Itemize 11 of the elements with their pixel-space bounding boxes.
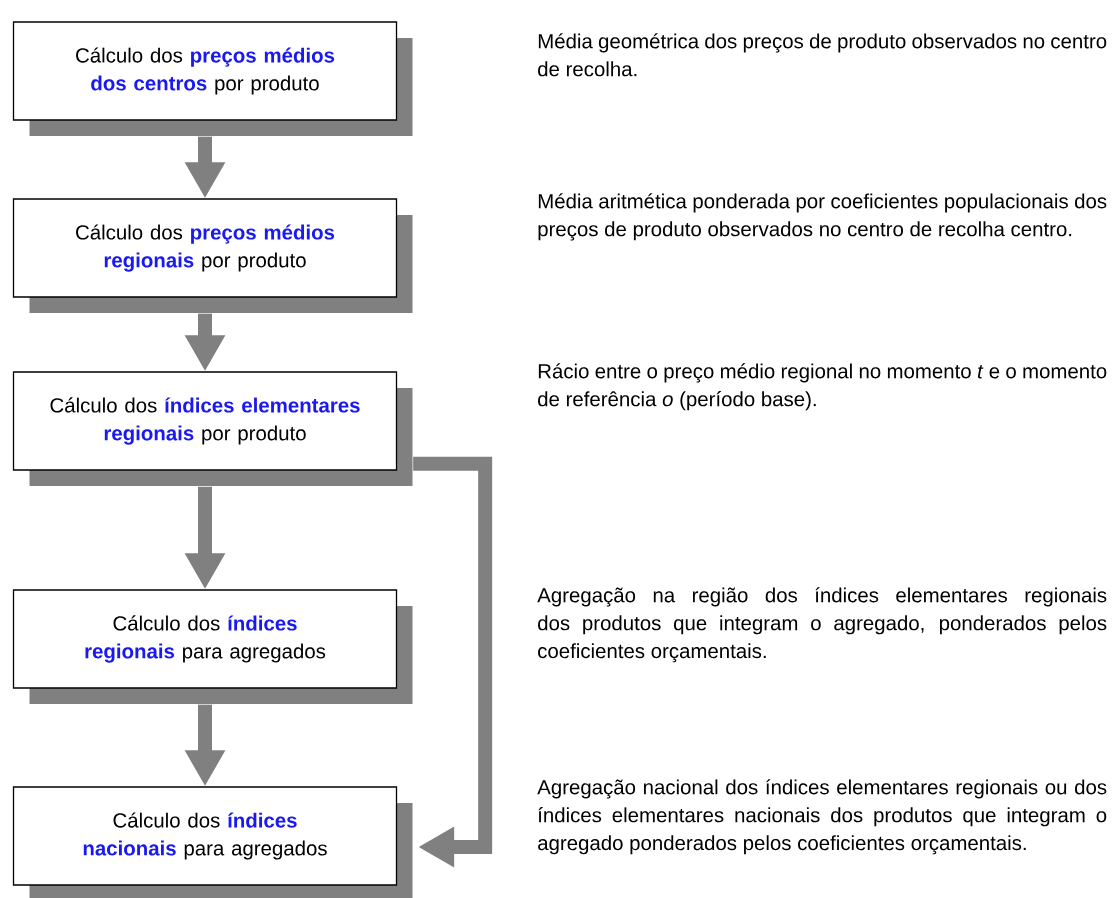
description-text: Média geométrica dos preços de produto observados no centro de recolha. [538,33,1107,77]
process-box: Cálculo dos índices regionais para agregados [12,589,413,704]
process-box: Cálculo dos preços médios dos centros por produto [12,21,413,136]
process-box: Cálculo dos índices elementares regionais por produto [12,371,413,486]
arrow [413,456,493,868]
process-box: Cálculo dos preços médios regionais por produto [12,198,413,313]
process-box: Cálculo dos índices nacionais para agregados [12,786,413,898]
description-text: Agregação na região dos índices elementares regionais dos produtos que integram o agregado, ponderados pelos coeficientes orçamentais. [537,587,1107,663]
description-text: Média aritmética ponderada por coeficientes populacionais dos preços de produto observados no centro de recolha centro. [538,193,1107,241]
description-text: Rácio entre o preço médio regional no momento t e o momento de referência o (período base). [538,363,1107,411]
description-text: Agregação nacional dos índices elementares regionais ou dos índices elementares nacionais dos produtos que integram o agregado ponderados pelos coeficientes orçamentais. [537,779,1107,855]
